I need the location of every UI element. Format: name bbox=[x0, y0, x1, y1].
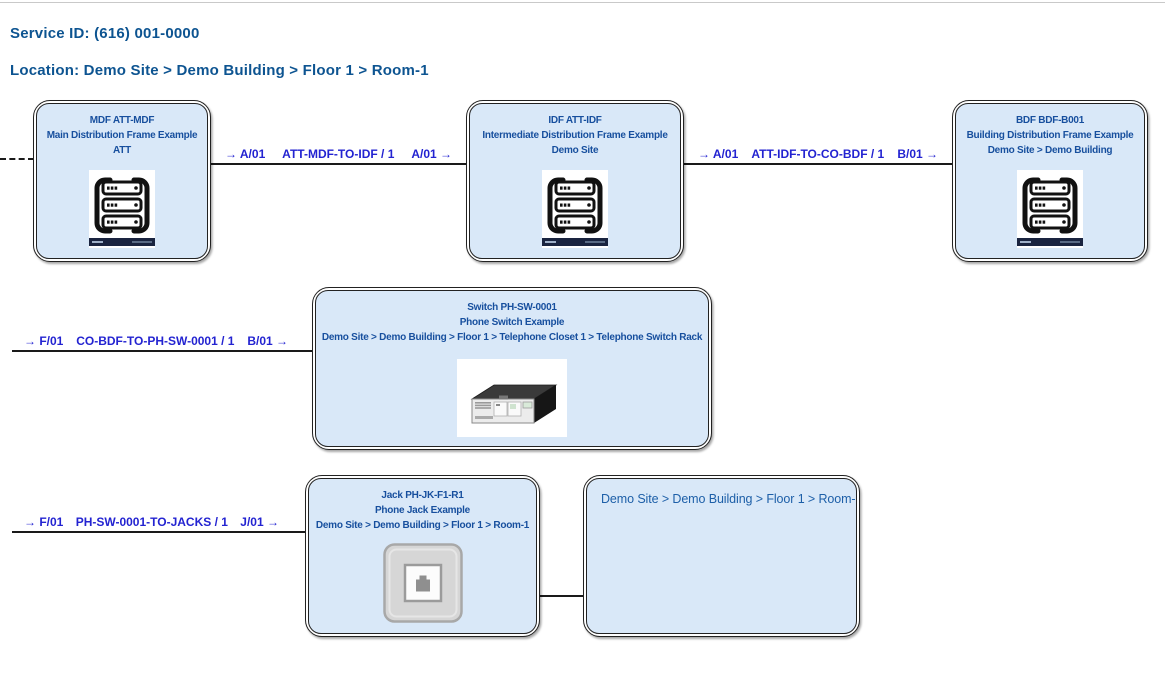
connection-label-mdf-idf: → A/01 ATT-MDF-TO-IDF / 1 A/01 → bbox=[213, 143, 464, 161]
node-switch-body: Switch PH-SW-0001 Phone Switch Example D… bbox=[315, 290, 709, 447]
node-title: IDF ATT-IDF bbox=[548, 115, 602, 126]
out-port: → F/01 bbox=[24, 515, 64, 529]
node-title: MDF ATT-MDF bbox=[89, 115, 155, 126]
node-bdf[interactable]: BDF BDF-B001 Building Distribution Frame… bbox=[952, 100, 1148, 262]
node-room[interactable]: Demo Site > Demo Building > Floor 1 > Ro… bbox=[583, 475, 860, 637]
node-subtitle: Intermediate Distribution Frame Example bbox=[482, 130, 668, 141]
node-location: Demo Site > Demo Building > Floor 1 > Te… bbox=[321, 332, 703, 343]
lead-in-dashed-line bbox=[0, 158, 34, 160]
in-port: B/01 → bbox=[247, 334, 288, 348]
node-mdf-body: MDF ATT-MDF Main Distribution Frame Exam… bbox=[36, 103, 208, 259]
out-port: → A/01 bbox=[225, 147, 266, 161]
rack-icon bbox=[1017, 170, 1083, 248]
circuit-name: ATT-MDF-TO-IDF / 1 bbox=[282, 147, 395, 161]
in-port: A/01 → bbox=[411, 147, 452, 161]
connector-line-jack-room bbox=[540, 595, 583, 597]
node-subtitle: Phone Switch Example bbox=[459, 317, 565, 328]
location-heading: Location: Demo Site > Demo Building > Fl… bbox=[10, 62, 429, 79]
service-id-heading: Service ID: (616) 001-0000 bbox=[10, 25, 200, 42]
connector-line-mdf-idf bbox=[211, 163, 466, 165]
circuit-name: CO-BDF-TO-PH-SW-0001 / 1 bbox=[76, 334, 235, 348]
out-port: → A/01 bbox=[698, 147, 739, 161]
node-switch[interactable]: Switch PH-SW-0001 Phone Switch Example D… bbox=[312, 287, 712, 450]
connection-label-idf-bdf: → A/01 ATT-IDF-TO-CO-BDF / 1 B/01 → bbox=[686, 143, 950, 161]
node-subtitle: Phone Jack Example bbox=[375, 505, 470, 516]
node-mdf[interactable]: MDF ATT-MDF Main Distribution Frame Exam… bbox=[33, 100, 211, 262]
connection-label-bdf-switch: → F/01 CO-BDF-TO-PH-SW-0001 / 1 B/01 → bbox=[12, 330, 300, 348]
node-jack-body: Jack PH-JK-F1-R1 Phone Jack Example Demo… bbox=[308, 478, 537, 634]
node-title: Jack PH-JK-F1-R1 bbox=[381, 490, 464, 501]
in-port: B/01 → bbox=[897, 147, 938, 161]
circuit-name: ATT-IDF-TO-CO-BDF / 1 bbox=[751, 147, 885, 161]
node-subtitle: Building Distribution Frame Example bbox=[966, 130, 1134, 141]
rack-icon bbox=[89, 170, 155, 248]
node-jack[interactable]: Jack PH-JK-F1-R1 Phone Jack Example Demo… bbox=[305, 475, 540, 637]
node-title: Switch PH-SW-0001 bbox=[467, 302, 557, 313]
top-divider bbox=[0, 2, 1165, 3]
node-location: ATT bbox=[113, 145, 131, 156]
out-port: → F/01 bbox=[24, 334, 64, 348]
connection-label-switch-jack: → F/01 PH-SW-0001-TO-JACKS / 1 J/01 → bbox=[12, 511, 291, 529]
node-location: Demo Site bbox=[551, 145, 599, 156]
switch-icon bbox=[457, 359, 567, 437]
connector-line-switch-jack bbox=[12, 531, 305, 533]
rack-icon bbox=[542, 170, 608, 248]
connector-line-bdf-switch bbox=[12, 350, 312, 352]
in-port: J/01 → bbox=[240, 515, 279, 529]
node-location: Demo Site > Demo Building > Floor 1 > Ro… bbox=[315, 520, 530, 531]
node-title: BDF BDF-B001 bbox=[1015, 115, 1085, 126]
node-idf-body: IDF ATT-IDF Intermediate Distribution Fr… bbox=[469, 103, 681, 259]
node-subtitle: Main Distribution Frame Example bbox=[46, 130, 198, 141]
node-bdf-body: BDF BDF-B001 Building Distribution Frame… bbox=[955, 103, 1145, 259]
jack-icon bbox=[383, 543, 463, 623]
connector-line-idf-bdf bbox=[684, 163, 952, 165]
room-location-text: Demo Site > Demo Building > Floor 1 > Ro… bbox=[601, 492, 857, 506]
node-room-body: Demo Site > Demo Building > Floor 1 > Ro… bbox=[586, 478, 857, 634]
node-location: Demo Site > Demo Building bbox=[987, 145, 1113, 156]
node-idf[interactable]: IDF ATT-IDF Intermediate Distribution Fr… bbox=[466, 100, 684, 262]
circuit-name: PH-SW-0001-TO-JACKS / 1 bbox=[75, 515, 228, 529]
